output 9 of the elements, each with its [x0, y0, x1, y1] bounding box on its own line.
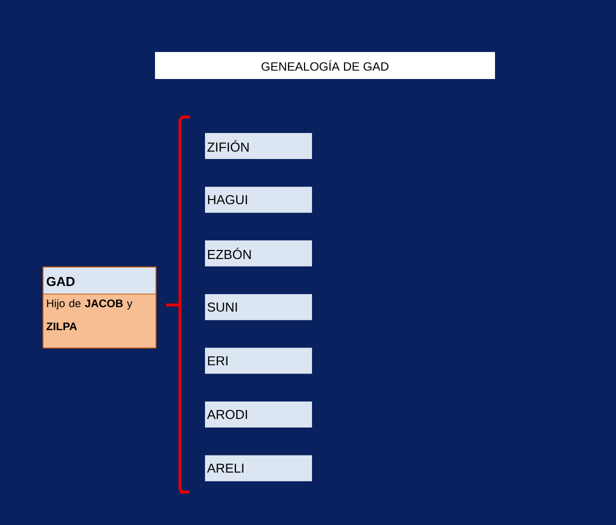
- name-box: HAGUI: [205, 186, 312, 213]
- name-box: ZIFIÓN: [205, 133, 312, 159]
- name-box: ERI: [205, 348, 312, 374]
- name-box: EZBÓN: [205, 240, 312, 266]
- name-box: SUNI: [205, 294, 312, 320]
- name-box: ARELI: [205, 455, 312, 482]
- person-box: GAD Hijo de JACOB y ZILPA: [42, 266, 156, 348]
- title-box: GENEALOGÍA DE GAD: [155, 52, 495, 79]
- name-box: ARODI: [205, 402, 312, 428]
